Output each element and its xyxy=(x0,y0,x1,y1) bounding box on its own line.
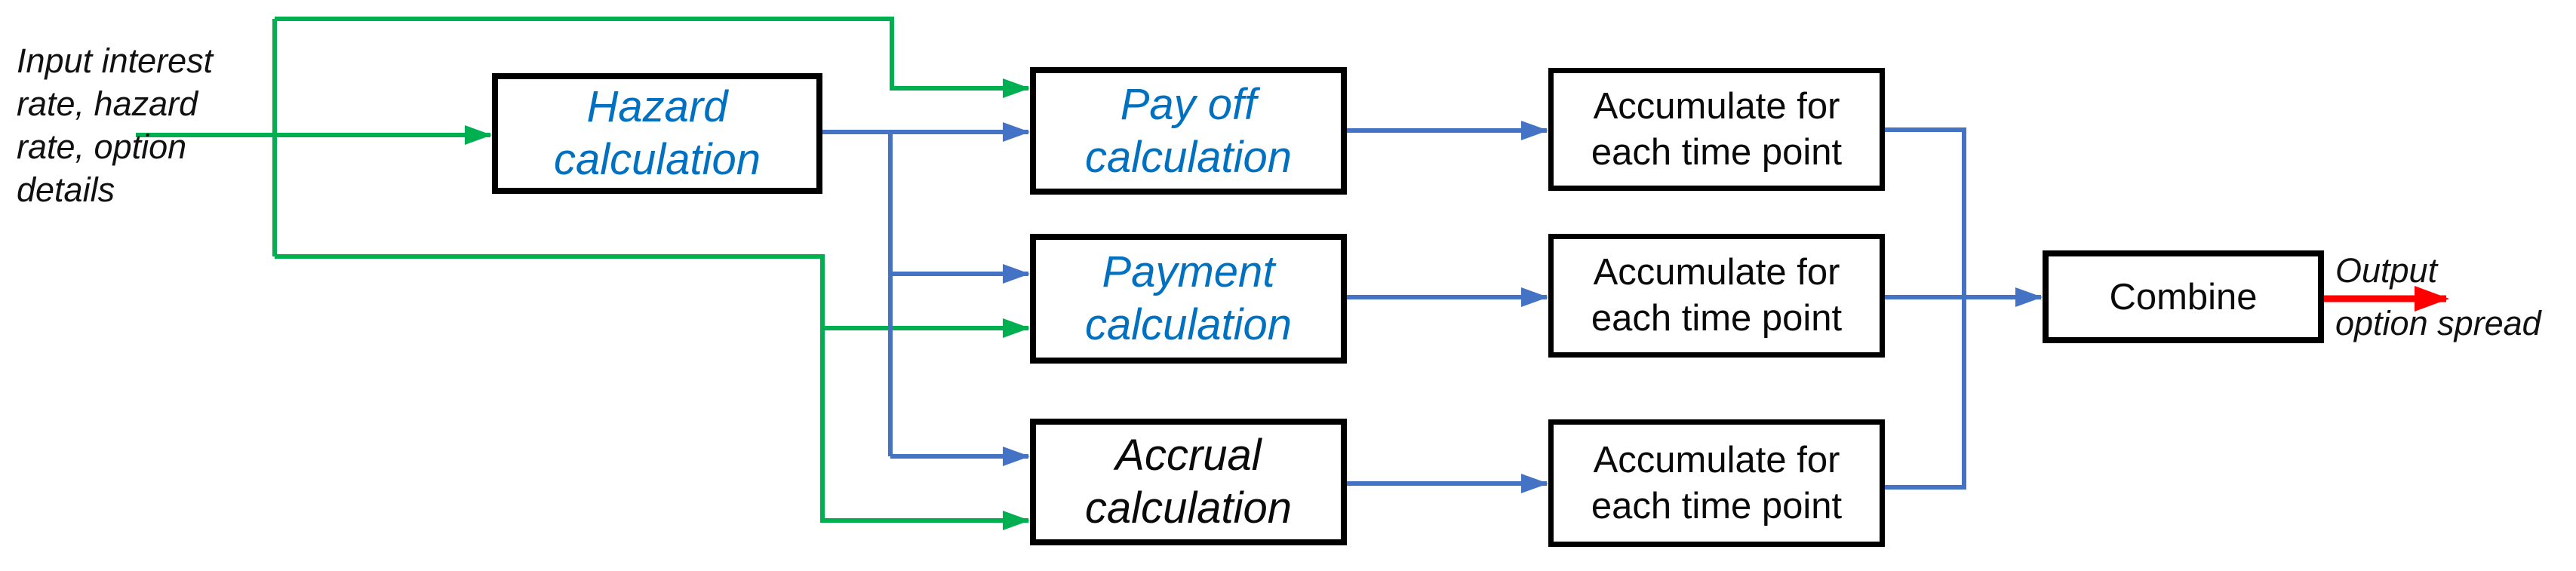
payoff-calculation-box: Pay off calculation xyxy=(1030,67,1347,195)
hazard-calculation-label: Hazard calculation xyxy=(553,82,761,184)
accumulate-payoff-label: Accumulate for each time point xyxy=(1591,85,1843,173)
input-annotation: Input interest rate, hazard rate, option… xyxy=(17,41,214,209)
payment-calculation-label: Payment calculation xyxy=(1084,247,1293,349)
edge-accumulate-collector-bus xyxy=(1885,127,1966,490)
accumulate-payment-label: Accumulate for each time point xyxy=(1591,252,1843,339)
accumulate-payment-box: Accumulate for each time point xyxy=(1548,234,1885,358)
accrual-calculation-label: Accrual calculation xyxy=(1084,431,1293,533)
accrual-calculation-box: Accrual calculation xyxy=(1030,419,1347,545)
output-annotation-line1: Output xyxy=(2335,251,2438,290)
payment-calculation-box: Payment calculation xyxy=(1030,234,1347,364)
combine-box: Combine xyxy=(2043,250,2324,343)
accumulate-accrual-box: Accumulate for each time point xyxy=(1548,419,1885,547)
hazard-calculation-box: Hazard calculation xyxy=(492,73,822,194)
accumulate-accrual-label: Accumulate for each time point xyxy=(1591,439,1843,526)
payoff-calculation-label: Pay off calculation xyxy=(1084,79,1293,182)
edge-input-to-payoff xyxy=(275,17,1030,98)
combine-label: Combine xyxy=(2109,276,2258,318)
accumulate-payoff-box: Accumulate for each time point xyxy=(1548,68,1885,191)
edge-input-to-accrual xyxy=(275,254,1030,530)
output-annotation-line2: option spread xyxy=(2335,304,2541,342)
